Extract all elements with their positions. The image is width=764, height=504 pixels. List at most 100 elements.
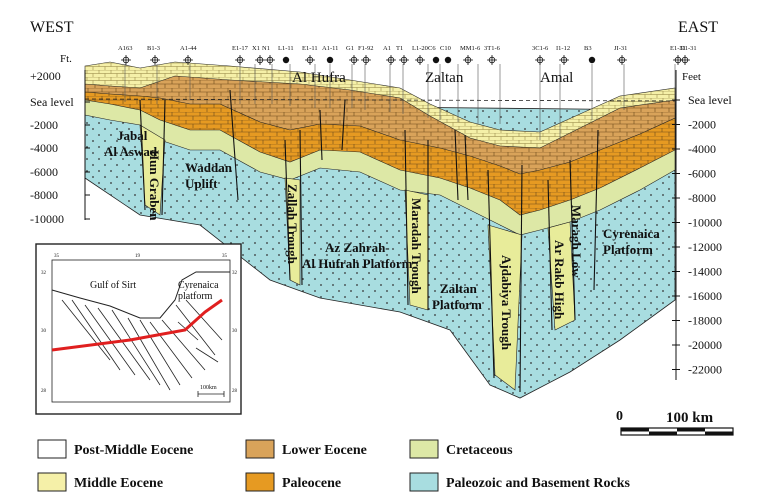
inset-scale-label: 100km [200,385,217,391]
well-label: C10 [440,45,451,52]
inset-tick-left-0: 32 [41,271,47,276]
left-axis-tick: Sea level [30,95,74,109]
well-label: 3C1-6 [532,45,549,52]
well-oil-icon [444,56,452,64]
well-dry-icon [121,55,131,65]
inset-tick-right-2: 28 [232,389,238,394]
well-dry-icon [386,55,396,65]
left-axis-tick: -8000 [30,188,58,202]
well-label: MM1-6 [460,45,481,52]
well-label: E1-31 [670,45,686,52]
well-oil-icon [326,56,334,64]
well-dry-icon [487,55,497,65]
well-label: D1-31 [680,45,697,52]
inset-tick-top-1: 19 [135,254,141,259]
legend-label: Lower Eocene [282,443,367,458]
scale-label: 100 km [666,410,714,426]
well-dry-icon [305,55,315,65]
legend-swatch [245,439,275,459]
sea-level-line [84,98,676,102]
left-axis-tick: -4000 [30,141,58,155]
right-axis-tick: Sea level [688,93,732,107]
well-label: L1-11 [278,45,294,52]
well-dry-icon [415,55,425,65]
legend-swatch [409,439,439,459]
well-dry-icon [361,55,371,65]
inset-coastline [51,271,230,319]
well-label: A1-44 [180,45,197,52]
well-label: A163 [118,45,132,52]
label-hun-graben: Hun Graben [147,150,162,221]
legend-label: Paleozoic and Basement Rocks [446,476,630,491]
well-lines [124,64,676,140]
label-waddan-uplift: Waddan [185,160,233,175]
scale-bar: 0 100 km [616,409,734,436]
right-axis-tick: -4000 [688,142,716,156]
inset-tick-left-2: 28 [41,389,47,394]
right-axis-tick: -2000 [688,118,716,132]
legend-swatch [37,439,67,459]
right-axis-tick: -18000 [688,314,722,328]
inset-tick-right-0: 32 [232,271,238,276]
label-zallah-trough: Zallah Trough [285,184,300,265]
well-dry-icon [617,55,627,65]
legend-label: Paleocene [282,476,341,491]
well-dry-icon [235,55,245,65]
well-oil-icon [588,56,596,64]
left-axis-tick: -2000 [30,118,58,132]
east-label: EAST [678,19,718,36]
label-jabal-al-aswad: Jabal [117,128,148,143]
label-az-zahrah: Az Zahrah- [325,240,390,255]
right-axis-tick: -8000 [688,191,716,205]
right-axis-tick: -20000 [688,338,722,352]
label-ajdabiya-trough: Ajdabiya Trough [499,255,514,351]
label-maradah-trough: Maradah Trough [409,198,424,294]
well-label: E1-11 [302,45,318,52]
left-axis-tick: -10000 [30,212,64,226]
label-cyrenaica-platform: Cyrenaica [603,226,660,241]
structure-labels: Jabal Al Aswad Hun Graben Waddan Uplift … [104,128,660,351]
right-axis-tick: -16000 [688,289,722,303]
field-zaltan: Zaltan [425,70,464,86]
well-label: A1 [383,45,391,52]
well-dry-icon [559,55,569,65]
inset-tick-top-0: 35 [54,254,60,259]
well-dry-icon [183,55,193,65]
label-maragh-low: Maragh Low [569,205,584,278]
well-label: I1-12 [556,45,570,52]
inset-tick-top-2: 35 [222,254,228,259]
inset-cyrenaica-label: Cyrenaica [178,280,219,291]
legend-swatch [37,472,67,492]
well-dry-icon [255,55,265,65]
inset-tick-left-1: 30 [41,329,47,334]
well-dry-icon [349,55,359,65]
label-waddan-uplift-2: Uplift [185,176,218,191]
legend-label: Cretaceous [446,443,513,458]
well-label: 3T1-6 [484,45,501,52]
field-al-hufra: Al Hufra [292,70,346,86]
right-axis-tick: -6000 [688,167,716,181]
right-axis-tick: -10000 [688,216,722,230]
legend-swatch [409,472,439,492]
inset-scale-bar [197,391,225,397]
well-oil-icon [432,56,440,64]
right-axis-tick: -14000 [688,265,722,279]
label-az-zahrah-2: Al Hufrah Platform [302,256,413,271]
label-zaltan-platform: Zaltan [440,281,478,296]
right-axis-tick: -22000 [688,363,722,377]
well-label: T1 [396,45,403,52]
label-cyrenaica-platform-2: Platform [603,242,653,257]
left-axis-tick: +2000 [30,69,61,83]
west-label: WEST [30,19,74,36]
well-label: C6 [428,45,436,52]
well-dry-icon [150,55,160,65]
left-unit-label: Ft. [60,53,72,65]
well-dry-icon [265,55,275,65]
well-dry-icon [680,55,690,65]
legend-swatch [245,472,275,492]
label-zaltan-platform-2: Platform [432,297,482,312]
